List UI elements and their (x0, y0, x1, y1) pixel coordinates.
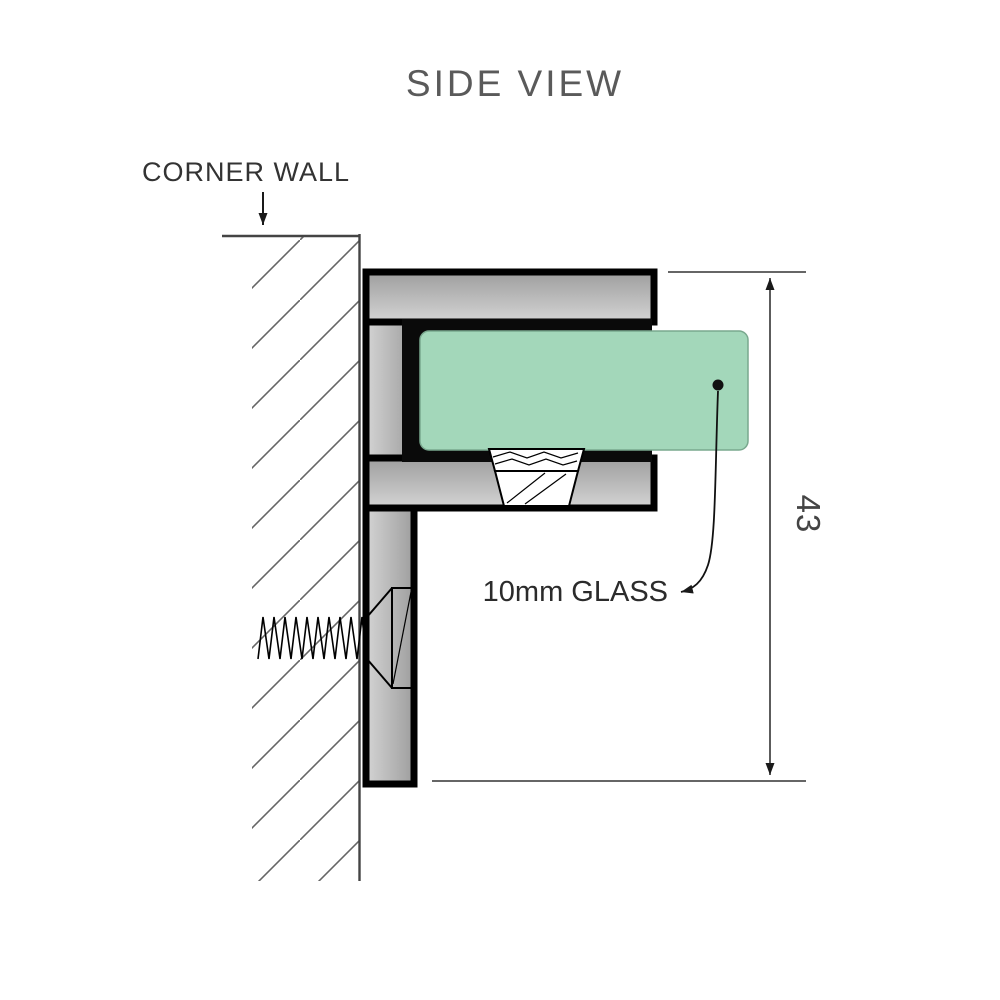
grub-screw-thread-line-2 (494, 458, 578, 466)
glass-panel (419, 330, 749, 451)
dimension-43: 43 (432, 271, 827, 782)
grub-screw-body (493, 470, 580, 507)
diagram-title: SIDE VIEW (406, 63, 624, 104)
grub-screw-washer (487, 448, 586, 472)
glass-callout-dot (712, 379, 724, 391)
wall-hatching (252, 236, 360, 881)
grub-screw-thread-line-1 (492, 451, 579, 459)
grub-screw (487, 448, 586, 507)
bracket-top-arm (362, 268, 658, 326)
screw-thread (257, 616, 365, 660)
glass-callout-leader (680, 390, 719, 594)
grub-screw-hatch-1 (506, 472, 546, 504)
corner-wall-label: CORNER WALL (142, 157, 350, 187)
glass-callout-label: 10mm GLASS (483, 576, 668, 608)
wall-screw (257, 587, 413, 689)
screw-head (366, 587, 413, 689)
grub-screw-hatch-2 (524, 473, 567, 505)
dimension-value: 43 (790, 495, 827, 534)
